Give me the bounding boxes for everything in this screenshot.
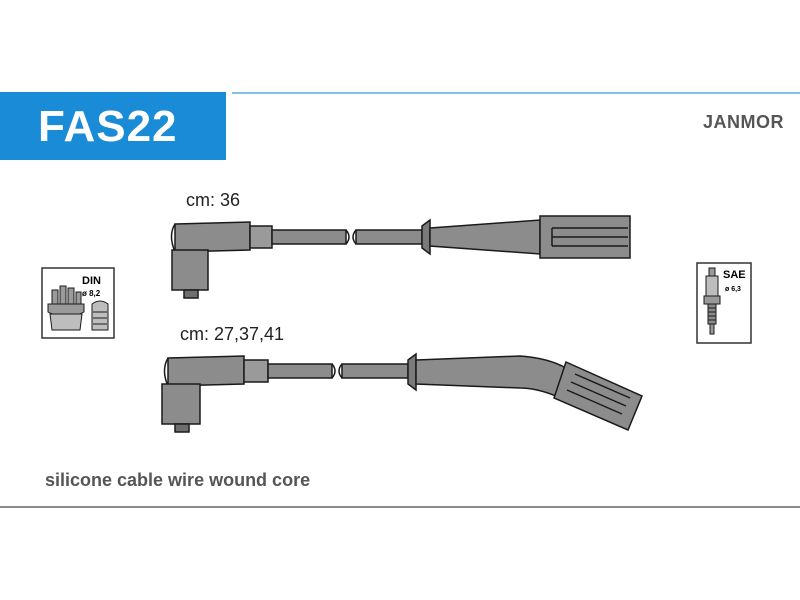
din-badge-spec: ø 8,2 — [82, 289, 101, 298]
din-badge: DIN ø 8,2 — [41, 267, 115, 339]
cable-2-wire-left — [267, 363, 333, 379]
cable-1-plug-boot-neck — [421, 218, 431, 256]
cable-1-plug-boot — [429, 219, 541, 255]
cable-1-length-label: cm: 36 — [186, 190, 241, 210]
product-code-box — [0, 92, 226, 160]
cable-1-boot-collar — [249, 225, 273, 249]
cable-1-wire-left — [271, 229, 347, 245]
spark-plug-icon — [703, 267, 721, 335]
distributor-cap-icon — [47, 285, 85, 331]
product-code: FAS22 — [38, 102, 178, 151]
sae-badge: SAE ø 6,3 — [696, 262, 752, 344]
cable-1 — [170, 215, 631, 299]
footer-rule — [0, 506, 800, 508]
cable-2-terminal — [174, 423, 190, 433]
cable-2-plug-boot-neck — [407, 352, 417, 392]
din-badge-title: DIN — [82, 275, 101, 287]
terminal-icon — [91, 300, 109, 331]
cable-2 — [161, 352, 643, 433]
sae-badge-title: SAE — [723, 269, 746, 281]
cable-2-boot-collar — [243, 359, 269, 383]
cable-2-length-label: cm: 27,37,41 — [180, 324, 285, 344]
cable-1-terminal — [183, 289, 199, 299]
header-rule — [232, 92, 800, 94]
sae-badge-spec: ø 6,3 — [725, 286, 741, 293]
cable-1-wire-right — [355, 229, 423, 245]
cable-1-distributor-boot — [174, 221, 251, 253]
cable-2-distributor-boot — [167, 355, 245, 387]
cable-description: silicone cable wire wound core — [45, 470, 311, 490]
cable-2-plug-boot — [415, 355, 567, 397]
cable-2-wire-right — [341, 363, 409, 379]
cable-2-plug-connector — [553, 360, 643, 431]
brand-name: JANMOR — [702, 112, 784, 132]
